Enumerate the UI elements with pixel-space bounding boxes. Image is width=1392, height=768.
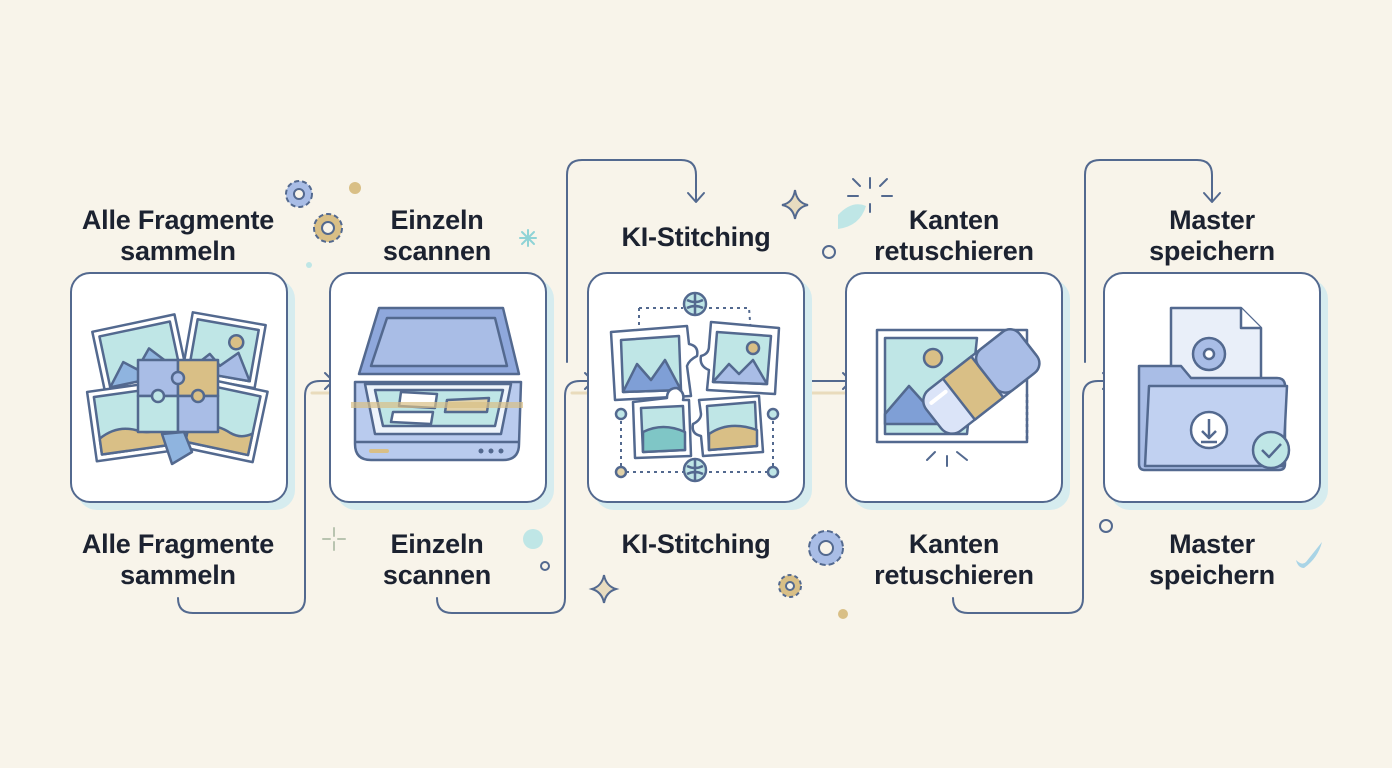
flatbed-scanner-icon <box>351 306 523 462</box>
save-folder-icon <box>1137 306 1291 472</box>
connector-loop-2-3 <box>566 159 697 363</box>
check-mark-icon <box>1296 542 1322 568</box>
gear-icon <box>313 213 343 243</box>
arrowhead-loop-2-3 <box>687 192 705 203</box>
gear-icon <box>808 530 844 566</box>
step-3-label-top: KI-Stitching <box>621 222 771 252</box>
step-4-card <box>845 272 1063 503</box>
step-5-card <box>1103 272 1321 503</box>
sparkle-icon <box>588 574 620 604</box>
connector-1-2 <box>177 380 333 614</box>
connector-2-3 <box>436 380 593 614</box>
gear-icon <box>778 574 802 598</box>
arrowhead-loop-4-5 <box>1203 192 1221 203</box>
eraser-retouch-icon <box>875 328 1041 467</box>
sparkle-icon <box>781 189 809 220</box>
step-1-card <box>70 272 288 503</box>
connector-4-5 <box>952 380 1111 614</box>
puzzle-photos-icon <box>85 311 269 466</box>
ai-stitching-icon <box>609 291 781 483</box>
step-2-card <box>329 272 547 503</box>
gear-icon <box>285 180 313 208</box>
step-3-label-bottom: KI-Stitching <box>621 529 771 559</box>
step-3-card <box>587 272 805 503</box>
connector-loop-4-5 <box>1084 159 1213 363</box>
